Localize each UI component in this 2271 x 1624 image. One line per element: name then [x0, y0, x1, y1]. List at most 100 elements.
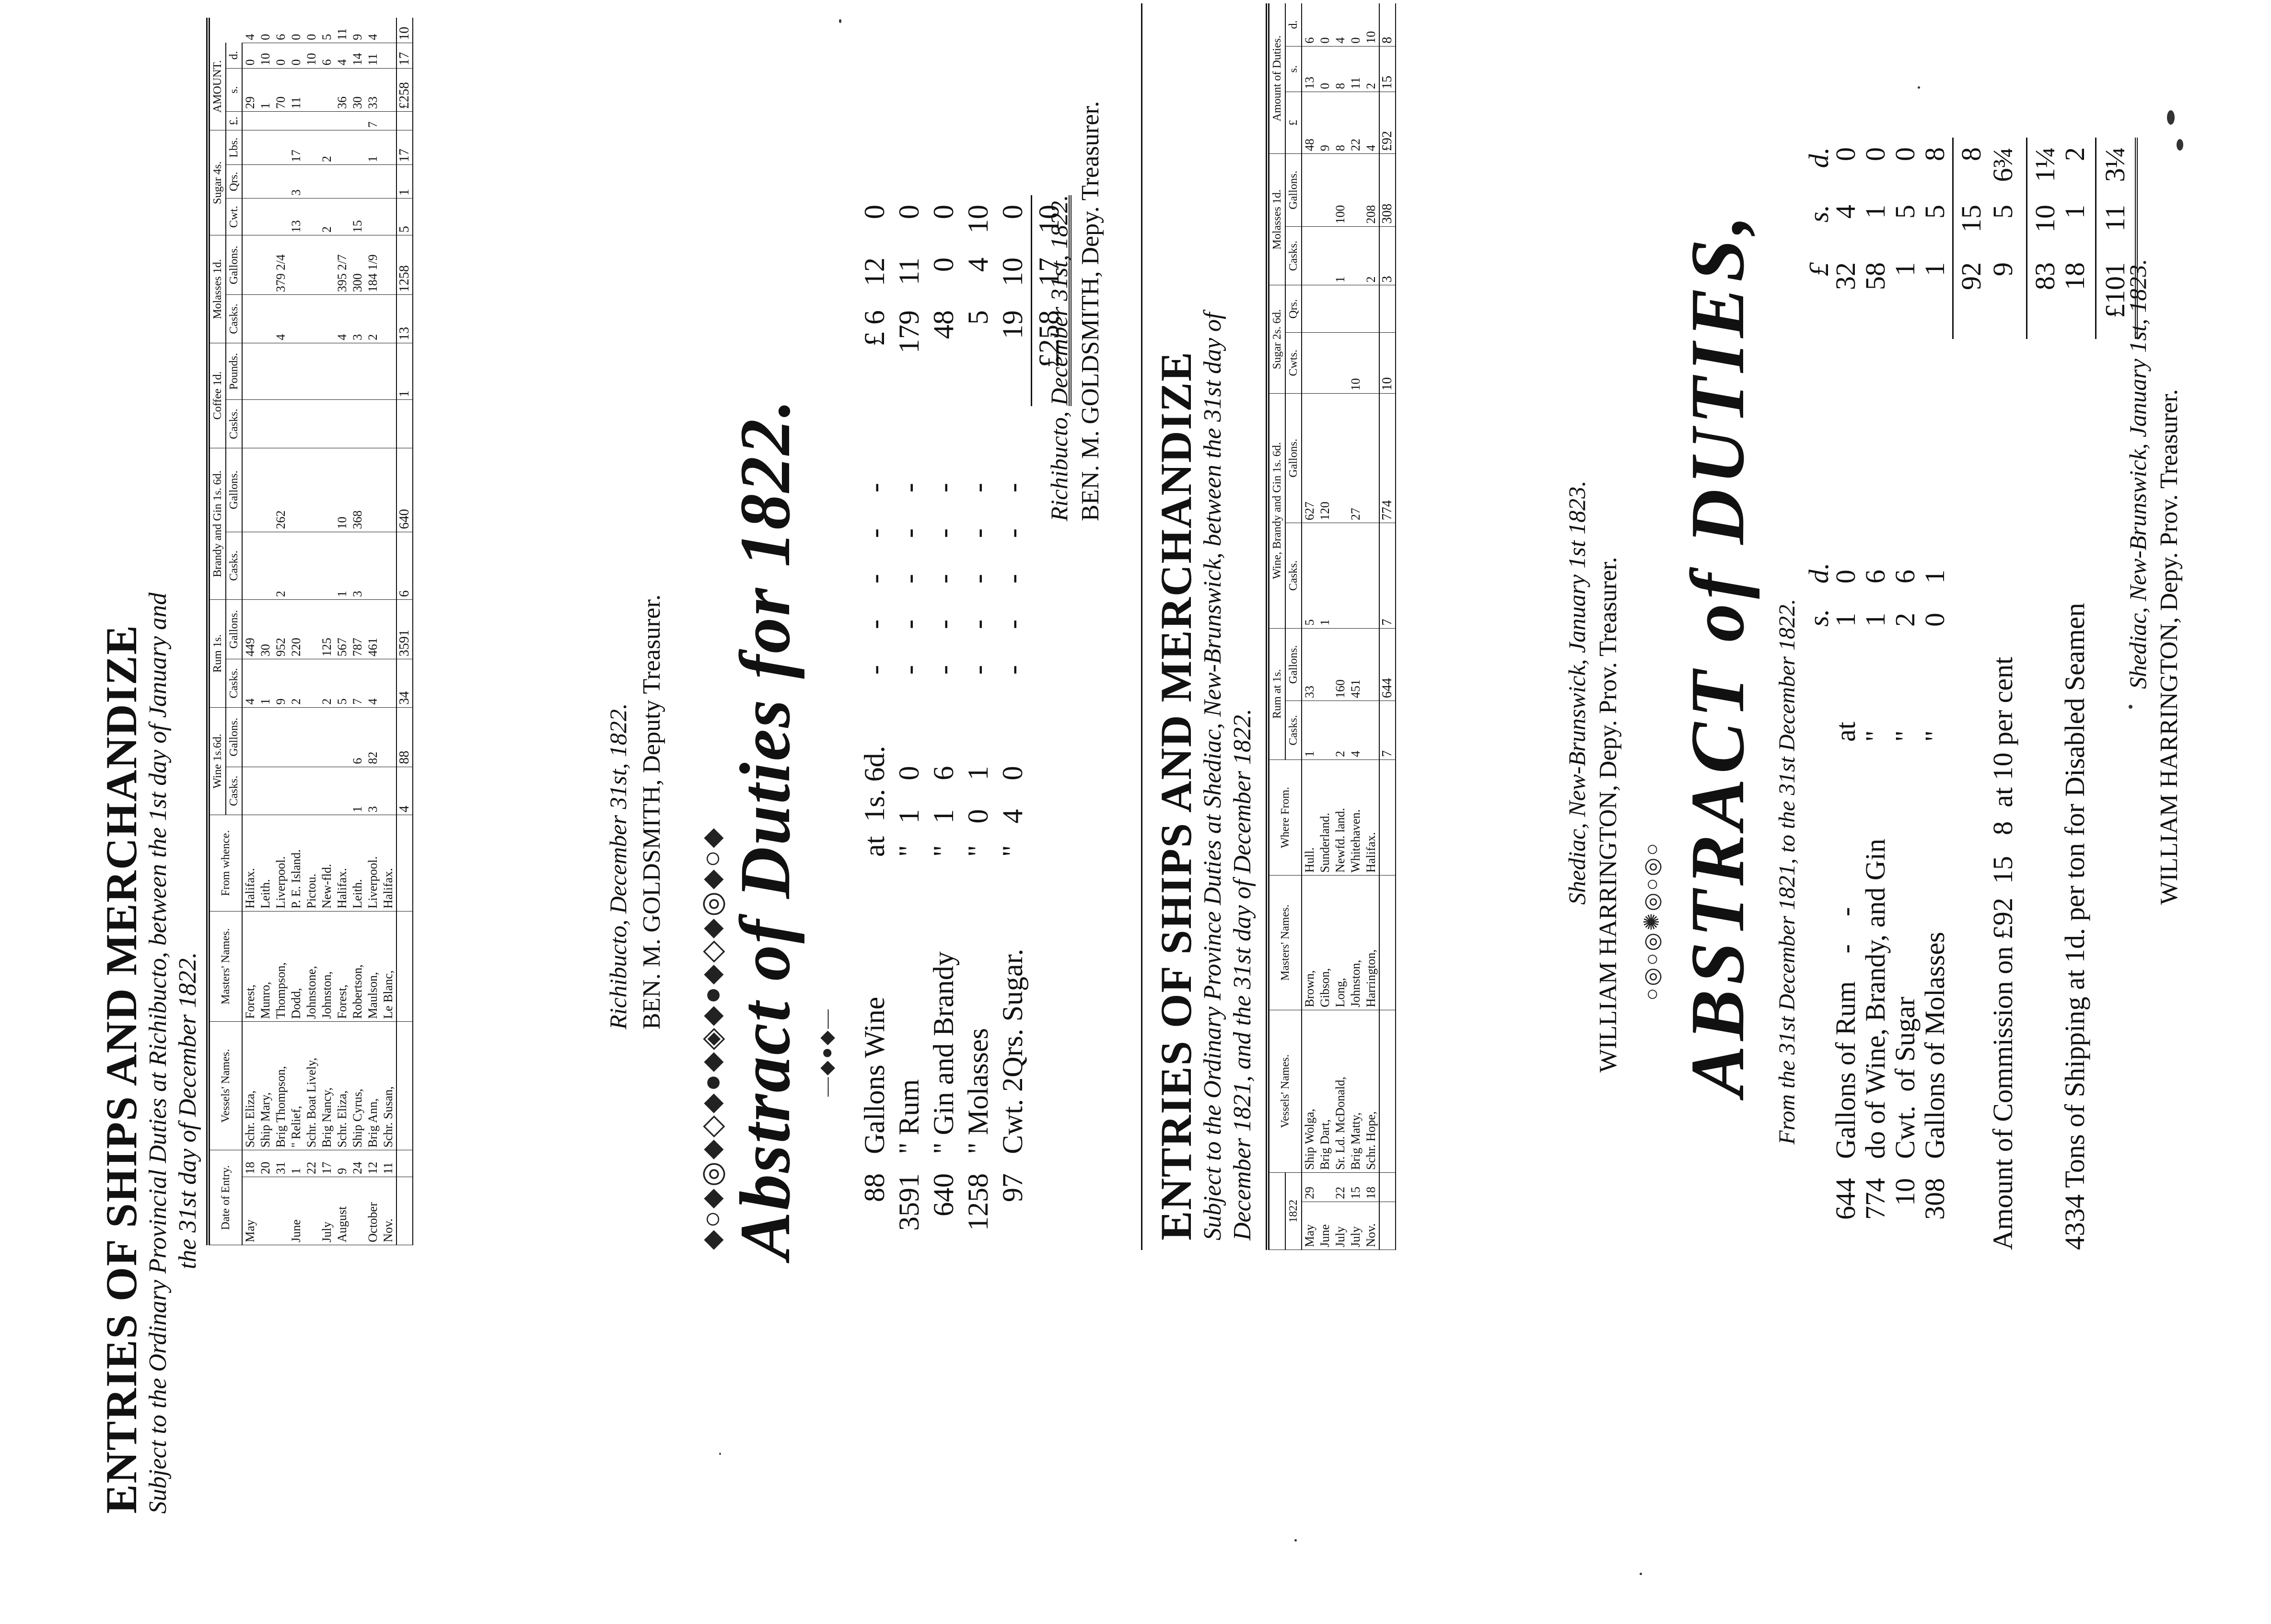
table-cell: [1302, 285, 1317, 333]
table-cell: [381, 164, 396, 199]
pounds: 32: [1830, 262, 1861, 290]
sub-column-header: s.: [1285, 46, 1302, 92]
net-rule: [2026, 138, 2027, 339]
table-cell: 567: [335, 599, 350, 659]
table-cell: 1: [1302, 701, 1317, 760]
table-cell: [258, 448, 273, 532]
table-cell: 17: [289, 130, 304, 165]
table-cell: [304, 235, 319, 295]
table-cell: 22: [1348, 92, 1363, 154]
rate: ": [1919, 730, 1950, 742]
table-cell: [242, 707, 258, 767]
year-header: 1822: [1285, 1172, 1302, 1250]
table-cell: 4: [365, 659, 381, 708]
table-cell: 36: [335, 68, 350, 112]
table-cell: [381, 130, 396, 165]
table-cell: [1363, 285, 1379, 333]
abstract2-signature-place: Shediac, New-Brunswick, January 1st, 182…: [2124, 258, 2151, 689]
table-cell: 1: [335, 532, 350, 600]
table-cell: [273, 164, 289, 199]
leader-dots: - - - - -: [928, 483, 959, 675]
table-cell: [258, 198, 273, 235]
table-cell: [1317, 226, 1333, 285]
pence: 6¾: [1987, 147, 2018, 182]
quantity: 10: [1889, 1178, 1921, 1206]
table-cell: [335, 343, 350, 400]
table-cell: Nov.: [1363, 1202, 1379, 1250]
description: Gallons of Rum - -: [1830, 907, 1861, 1159]
rate-shillings: 2: [1889, 613, 1921, 627]
quantity: 97: [997, 1173, 1028, 1202]
table-cell: 31: [273, 1150, 289, 1177]
description: " Gin and Brandy: [928, 951, 959, 1154]
total-cell: [1379, 285, 1395, 333]
shillings: 10: [2029, 205, 2061, 233]
table-cell: 627: [1302, 393, 1317, 523]
section1-signature-name: BEN. M. GOLDSMITH, Deputy Treasurer.: [638, 594, 665, 1029]
sub-column-header: Casks.: [226, 294, 242, 343]
table-cell: 33: [365, 68, 381, 112]
description: " Rum: [893, 1079, 925, 1154]
table-cell: [242, 399, 258, 448]
pence: 0: [997, 205, 1028, 219]
table-cell: 30: [258, 599, 273, 659]
table-cell: 11: [289, 68, 304, 112]
table-cell: [304, 198, 319, 235]
description: Gallons Wine: [859, 996, 890, 1154]
scan-speck: [1640, 1573, 1642, 1575]
table-cell: Newfd. land.: [1333, 759, 1348, 876]
column-header: From whence.: [210, 815, 242, 911]
table-cell: 0: [289, 43, 304, 69]
table-cell: 22: [1333, 1172, 1348, 1202]
table-cell: 27: [1348, 393, 1363, 523]
table-cell: Liverpool.: [365, 815, 381, 911]
table-cell: 0: [273, 43, 289, 69]
table-cell: 20: [258, 1150, 273, 1177]
table-cell: [1333, 393, 1348, 523]
table-cell: [304, 399, 319, 448]
table-cell: [1348, 523, 1363, 629]
section2-ledger: Vessels' Names.Masters' Names.Where From…: [1266, 3, 1396, 1250]
total-cell: [1379, 759, 1395, 876]
table-cell: 10: [335, 448, 350, 532]
table-cell: 13: [1302, 46, 1317, 92]
table-cell: P. E. Island.: [289, 815, 304, 911]
sub-column-header: Gallons.: [1285, 153, 1302, 227]
table-cell: Halifax.: [242, 815, 258, 911]
table-cell: 9: [1317, 92, 1333, 154]
table-cell: [273, 399, 289, 448]
table-cell: [319, 68, 335, 112]
quantity: 88: [859, 1173, 890, 1202]
shillings: 5: [1919, 205, 1950, 219]
table-cell: 15: [1348, 1172, 1363, 1202]
table-cell: [242, 294, 258, 343]
table-cell: [1317, 1172, 1333, 1202]
abstract-line: Amount of Commission on £92 15 8 at 10 p…: [1987, 3, 2025, 1250]
column-header: Where From.: [1269, 759, 1302, 876]
table-cell: May: [1302, 1202, 1317, 1250]
table-cell: Maulson,: [365, 911, 381, 1022]
table-cell: [381, 235, 396, 295]
table-cell: [350, 164, 365, 199]
quantity: 1258: [962, 1173, 994, 1231]
table-cell: 30: [350, 68, 365, 112]
table-cell: 100: [1333, 153, 1348, 227]
sub-column-header: Qrs.: [1285, 285, 1302, 333]
table-cell: [289, 448, 304, 532]
leader-dots: - - - - -: [893, 483, 925, 675]
table-cell: 10: [258, 43, 273, 69]
table-cell: [1363, 523, 1379, 629]
shillings: 5: [1987, 205, 2018, 219]
table-cell: New-fld.: [319, 815, 335, 911]
table-cell: 368: [350, 448, 365, 532]
sub-column-header: Casks.: [1285, 523, 1302, 629]
scan-speck: [1294, 1539, 1297, 1542]
table-cell: [273, 1177, 289, 1245]
subtotal-rule: [1952, 138, 1954, 339]
rate: " 1 0: [893, 766, 925, 857]
total-cell: 3591: [396, 599, 412, 659]
